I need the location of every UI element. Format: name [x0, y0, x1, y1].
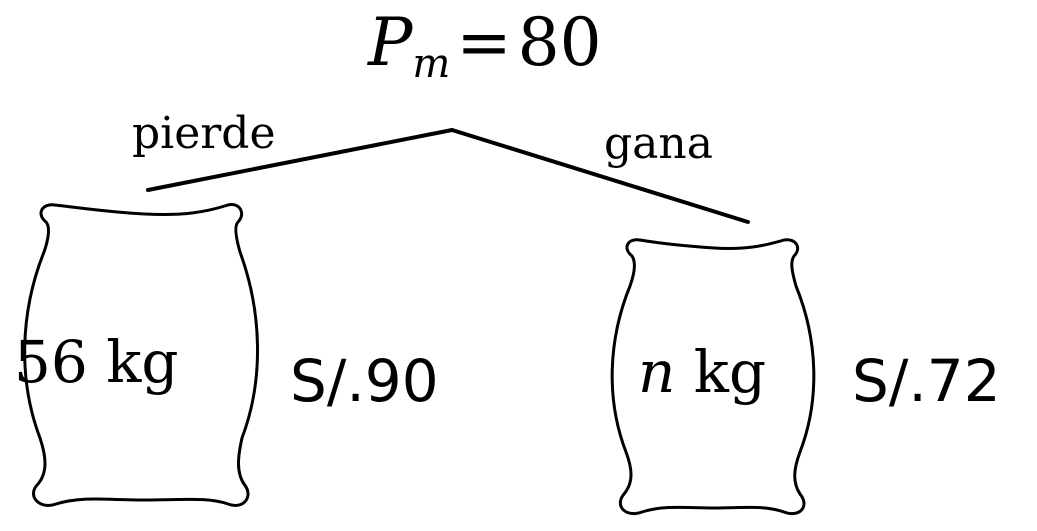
title-value: 80 [518, 4, 602, 81]
right-sack-price: S/.72 [852, 352, 1001, 410]
right-sack-label: n kg [638, 343, 766, 401]
left-sack-label: 56 kg [14, 333, 179, 391]
right-sack-unit: kg [694, 338, 766, 406]
branch-label-right: gana [604, 122, 713, 166]
right-sack-variable: n [638, 338, 675, 406]
left-sack-quantity: 56 [14, 328, 88, 396]
mean-price-title: Pm=80 [368, 10, 602, 84]
left-sack-unit: kg [106, 328, 178, 396]
branch-label-left: pierde [132, 112, 276, 156]
title-equals: = [456, 4, 511, 81]
title-variable: P [368, 4, 412, 81]
title-subscript: m [412, 41, 450, 87]
left-sack-price: S/.90 [290, 352, 439, 410]
